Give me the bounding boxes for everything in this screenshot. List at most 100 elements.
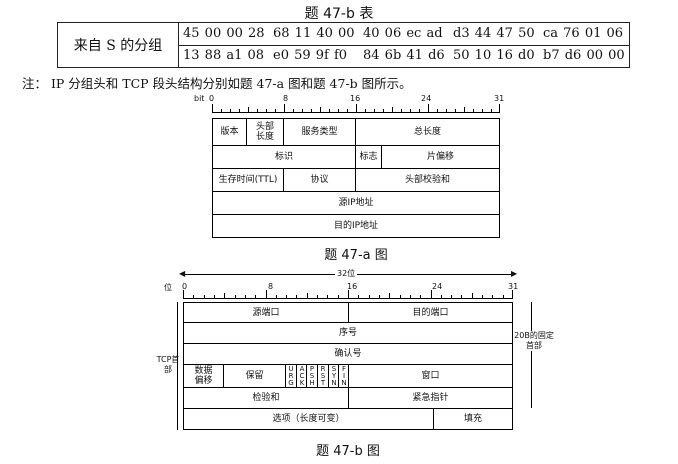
hex-cell: b7 d6 00 00	[543, 48, 625, 64]
ruler-tick	[482, 295, 483, 298]
hex-cell: 45 00 00 28	[183, 25, 265, 41]
field-sequence-number: 序号	[183, 322, 513, 344]
ruler-tick	[193, 295, 194, 298]
ruler-tick	[284, 104, 285, 112]
ruler-tick	[307, 293, 308, 298]
ruler-tick	[293, 109, 294, 112]
hex-cell: 13 88 a1 08	[183, 48, 265, 64]
ruler-tick	[221, 109, 222, 112]
bit-label: bit	[194, 94, 205, 103]
tick-label: 31	[508, 282, 519, 291]
hex-cell: 68 11 40 00	[273, 25, 355, 41]
hex-cell: e0 59 9f f0	[273, 48, 348, 64]
field-urgent-pointer: 紧急指针	[348, 387, 513, 409]
tick-label: 8	[283, 94, 289, 103]
ruler-tick	[472, 293, 473, 298]
arrow-left-icon: ◀	[179, 269, 186, 278]
field-header-checksum: 头部校验和	[355, 168, 500, 192]
bit-ruler	[212, 104, 500, 113]
hex-cell: 84 6b 41 d6	[363, 48, 445, 64]
tick-label: 24	[421, 94, 432, 103]
ruler-tick	[230, 109, 231, 112]
ruler-tick	[347, 109, 348, 112]
left-bracket-line	[177, 302, 178, 430]
field-checksum: 检验和	[183, 387, 349, 409]
field-data-offset: 数据偏移	[183, 364, 224, 388]
arrow-right-icon: ▶	[511, 269, 518, 278]
field-version: 版本	[212, 118, 247, 146]
note-text: 注： IP 分组头和 TCP 段头结构分别如题 47-a 图和题 47-b 图所…	[22, 76, 412, 91]
field-ack-number: 确认号	[183, 343, 513, 365]
field-dest-ip: 目的IP地址	[212, 214, 500, 238]
ruler-tick	[464, 107, 465, 112]
ruler-tick	[311, 109, 312, 112]
row-header: 来自 S 的分组	[57, 22, 179, 68]
hex-cell: 50 10 16 d0	[453, 48, 535, 64]
ruler-tick	[358, 295, 359, 298]
ruler-tick	[356, 104, 357, 112]
ruler-tick	[428, 104, 429, 112]
ruler-tick	[329, 109, 330, 112]
ruler-tick	[204, 295, 205, 298]
ruler-tick	[400, 295, 401, 298]
ruler-tick	[473, 109, 474, 112]
table-caption: 题 47-b 表	[304, 6, 374, 22]
ruler-tick	[374, 109, 375, 112]
tick-label: 0	[182, 282, 188, 291]
ruler-tick	[266, 290, 267, 298]
ruler-tick	[302, 109, 303, 112]
fixed-header-label: 20B的固定首部	[514, 331, 554, 351]
right-bracket-line	[531, 302, 532, 408]
ruler-tick	[338, 109, 339, 112]
tick-label: 8	[268, 282, 274, 291]
field-options: 选项（长度可变）	[183, 408, 434, 430]
ruler-tick	[446, 109, 447, 112]
ruler-tick	[410, 109, 411, 112]
ruler-tick	[183, 290, 184, 298]
ruler-tick	[369, 295, 370, 298]
ruler-tick	[492, 295, 493, 298]
tick-label: 31	[494, 94, 505, 103]
hex-cell: d3 44 47 50	[453, 25, 535, 41]
ruler-tick	[248, 107, 249, 112]
ruler-tick	[499, 104, 500, 112]
field-ttl: 生存时间(TTL)	[212, 168, 284, 192]
ruler-tick	[365, 109, 366, 112]
hex-cell: ca 76 01 06	[543, 25, 624, 41]
bit-ruler	[183, 290, 513, 299]
tcp-header-label: TCP首部	[156, 355, 180, 374]
field-protocol: 协议	[283, 168, 356, 192]
tick-label: 16	[347, 282, 358, 291]
ruler-tick	[348, 290, 349, 298]
ruler-tick	[503, 295, 504, 298]
field-service-type: 服务类型	[283, 118, 356, 146]
ruler-tick	[419, 109, 420, 112]
ip-diagram-caption: 题 47-a 图	[324, 248, 388, 263]
ruler-tick	[338, 295, 339, 298]
ruler-tick	[245, 295, 246, 298]
ruler-tick	[317, 295, 318, 298]
field-dest-port: 目的端口	[348, 302, 513, 323]
ruler-tick	[275, 109, 276, 112]
ruler-tick	[214, 295, 215, 298]
ruler-tick	[461, 295, 462, 298]
field-source-port: 源端口	[183, 302, 349, 323]
ruler-tick	[379, 295, 380, 298]
ruler-tick	[410, 295, 411, 298]
ruler-tick	[327, 295, 328, 298]
position-label: 位	[164, 283, 172, 292]
ruler-tick	[286, 295, 287, 298]
field-reserved: 保留	[223, 364, 286, 388]
field-fragment-offset: 片偏移	[381, 145, 500, 169]
ruler-tick	[276, 295, 277, 298]
ruler-tick	[512, 290, 513, 298]
ruler-tick	[441, 295, 442, 298]
ruler-tick	[224, 293, 225, 298]
field-padding: 填充	[433, 408, 513, 430]
ruler-tick	[383, 109, 384, 112]
ruler-tick	[212, 104, 213, 112]
ruler-tick	[389, 293, 390, 298]
